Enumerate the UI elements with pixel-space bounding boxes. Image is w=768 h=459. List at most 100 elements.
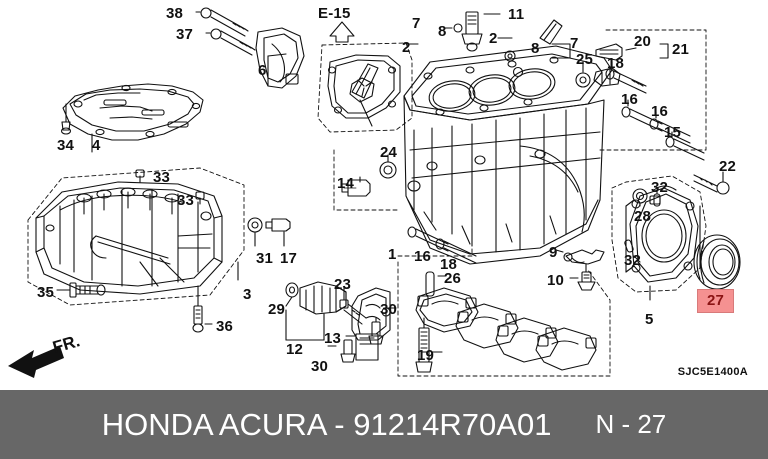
washer-24 <box>379 154 397 179</box>
engine-block-1 <box>403 45 613 265</box>
bolt-22 <box>693 171 730 195</box>
drain-bolt-17 <box>265 218 291 247</box>
gasket-e15 <box>317 42 413 133</box>
callout-4: 4 <box>92 137 101 154</box>
callout-37: 37 <box>176 26 194 43</box>
callout-32: 32 <box>624 252 642 269</box>
footer-part-title: HONDA ACURA - 91214R70A01 <box>101 406 552 442</box>
callout-6: 6 <box>258 62 267 79</box>
callout-18: 18 <box>440 256 458 273</box>
callout-5: 5 <box>645 311 654 328</box>
dowel-32-b <box>624 239 641 263</box>
dowel-26 <box>425 271 447 297</box>
callout-28: 28 <box>634 208 652 225</box>
group-box-30 <box>397 261 611 377</box>
bolt-30-b <box>327 339 356 363</box>
bolt-38 <box>195 7 249 37</box>
washer-8-a <box>445 23 463 33</box>
callout-e-15: E-15 <box>318 5 351 22</box>
callout-30: 30 <box>380 301 398 318</box>
bolt-16-l <box>407 226 449 252</box>
callout-34: 34 <box>57 137 75 154</box>
callout-16: 16 <box>414 248 432 265</box>
footer-bar: HONDA ACURA - 91214R70A01 N - 27 <box>0 390 768 459</box>
oil-baffle-plate-4 <box>62 83 204 153</box>
stud-2-a <box>351 43 419 127</box>
front-direction-marker: FR. <box>4 331 112 382</box>
footer-page-number: N - 27 <box>595 409 667 439</box>
oil-pan-3 <box>27 167 245 306</box>
callout-8: 8 <box>531 40 540 57</box>
bolt-16-r2 <box>649 111 691 144</box>
callout-10: 10 <box>547 272 565 289</box>
callout-38: 38 <box>166 5 184 22</box>
callout-2: 2 <box>402 39 411 56</box>
leader-box-1 <box>397 225 473 257</box>
callout-31: 31 <box>256 250 274 267</box>
bolt-15 <box>665 131 705 161</box>
callout-7: 7 <box>570 35 579 52</box>
callout-30: 30 <box>311 358 329 375</box>
callout-20: 20 <box>634 33 652 50</box>
callout-11: 11 <box>508 6 525 23</box>
fr-arrow-icon <box>8 346 64 378</box>
bolt-37 <box>205 28 256 56</box>
callout-32: 32 <box>651 179 669 196</box>
callout-36: 36 <box>216 318 234 335</box>
callout-3: 3 <box>243 286 252 303</box>
callout-17: 17 <box>280 250 298 267</box>
bolt-18-top <box>605 61 647 94</box>
engine-bracket-6 <box>255 27 305 89</box>
bolt-33-b <box>195 191 205 205</box>
drain-plug-31 <box>247 217 263 247</box>
rear-seal-housing-5 <box>611 175 707 293</box>
bolt-36 <box>192 285 213 333</box>
bearing-caps-group <box>415 287 597 371</box>
callout-33: 33 <box>153 169 171 186</box>
bolt-33-a <box>135 169 145 183</box>
plug-14 <box>341 176 371 197</box>
bolt-16-r1 <box>621 99 663 132</box>
bolt-10 <box>569 271 596 291</box>
e15-arrow <box>329 21 355 43</box>
callout-2: 2 <box>489 30 498 47</box>
main-bolt-19 <box>415 317 443 373</box>
callout-7: 7 <box>412 15 421 32</box>
callout-8: 8 <box>438 23 447 40</box>
callout-23: 23 <box>334 276 352 293</box>
callout-16: 16 <box>651 103 669 120</box>
oil-pressure-switch-12 <box>285 281 347 341</box>
bolt-18-l <box>435 238 477 264</box>
callout-26: 26 <box>444 270 462 287</box>
group-box-14-24 <box>333 149 399 211</box>
oring-28 <box>632 188 648 207</box>
washer-25 <box>575 61 591 88</box>
callout-27: 27 <box>697 289 735 313</box>
dowel-32-a <box>653 189 661 207</box>
callout-29: 29 <box>268 301 286 318</box>
callout-1: 1 <box>388 246 397 263</box>
callout-21: 21 <box>672 41 690 58</box>
callout-33: 33 <box>177 192 195 209</box>
callout-24: 24 <box>380 144 398 161</box>
callout-25: 25 <box>576 51 594 68</box>
engine-block-exploded-diagram <box>27 7 741 377</box>
callout-13: 13 <box>324 330 342 347</box>
group-box-right-fasteners <box>599 29 707 151</box>
baffle-bracket-13 <box>345 287 391 361</box>
callout-18: 18 <box>607 55 625 72</box>
callout-35: 35 <box>37 284 55 301</box>
callout-12: 12 <box>286 341 304 358</box>
callout-15: 15 <box>664 124 682 141</box>
plug-20 <box>595 43 669 61</box>
bolt-34 <box>60 103 72 135</box>
bolt-30-a <box>368 307 397 345</box>
bolt-35 <box>56 282 106 298</box>
callout-16: 16 <box>621 91 639 108</box>
bolt-23 <box>339 287 367 325</box>
sensor-9 <box>555 249 605 273</box>
callout-9: 9 <box>549 244 558 261</box>
rear-crank-oil-seal-27 <box>693 234 741 297</box>
